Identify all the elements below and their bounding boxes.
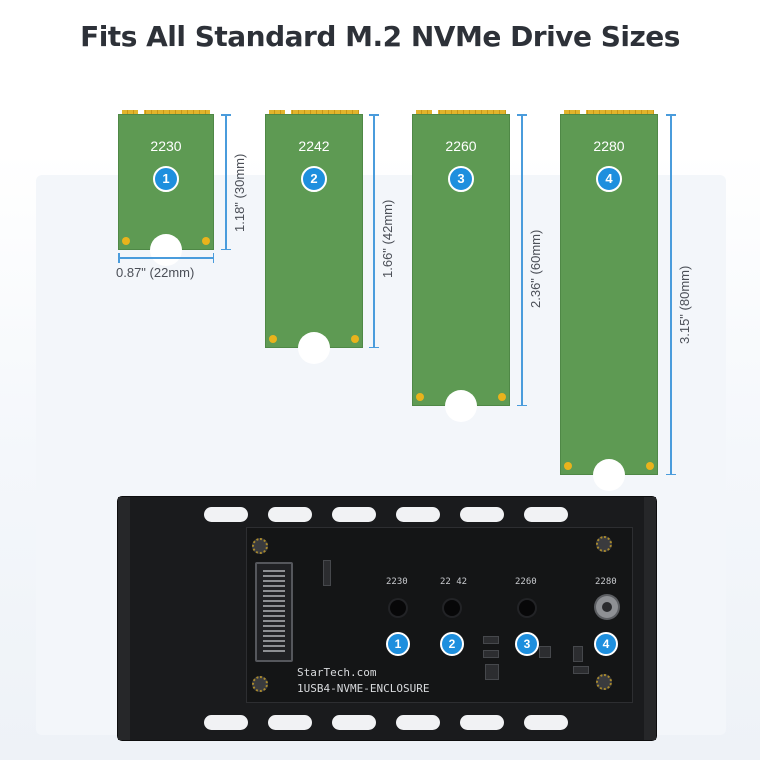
mounting-notch — [298, 332, 330, 364]
height-dimension-label: 2.36" (60mm) — [528, 229, 543, 308]
pcb-component — [483, 636, 499, 644]
height-dimension-line — [666, 114, 676, 475]
position-badge-2: 2 — [440, 632, 464, 656]
vent-slot — [204, 507, 248, 522]
pcb-component — [485, 664, 499, 680]
gold-contacts — [269, 110, 359, 114]
height-dimension-label: 1.66" (42mm) — [380, 199, 395, 278]
vent-slot — [332, 507, 376, 522]
vent-slot — [332, 715, 376, 730]
connector-key — [432, 110, 438, 114]
enclosure-rail-left — [118, 497, 130, 740]
height-dimension-label: 1.18" (30mm) — [232, 153, 247, 232]
vent-slot — [460, 715, 504, 730]
pcb-component — [539, 646, 551, 658]
vent-slot — [524, 507, 568, 522]
drive-number-badge: 3 — [448, 166, 474, 192]
vent-slot — [396, 715, 440, 730]
drive-pcb — [265, 114, 363, 348]
pcb-component — [483, 650, 499, 658]
pcb-component — [573, 666, 589, 674]
gold-contacts — [122, 110, 210, 114]
vent-slot — [396, 507, 440, 522]
mounting-pad — [269, 335, 277, 343]
vent-slot — [460, 507, 504, 522]
vent-slot — [204, 715, 248, 730]
position-badge-1: 1 — [386, 632, 410, 656]
vent-slot — [268, 715, 312, 730]
mounting-notch — [593, 459, 625, 491]
position-badge-3: 3 — [515, 632, 539, 656]
pcb-component — [323, 560, 331, 586]
drive-2242: 2242 2 — [265, 110, 363, 364]
drive-size-label: 2242 — [298, 138, 330, 154]
connector-key — [580, 110, 586, 114]
mounting-pad — [122, 237, 130, 245]
pcb-component — [573, 646, 583, 662]
corner-screw — [596, 536, 612, 552]
drive-2280: 2280 4 — [560, 110, 658, 491]
drive-size-label: 2230 — [150, 138, 182, 154]
drive-number-badge: 2 — [301, 166, 327, 192]
mounting-pad — [564, 462, 572, 470]
drive-2230: 2230 1 — [118, 110, 214, 266]
nvme-enclosure: 2230 22 42 2260 2280 1 2 3 4 StarTech.co… — [118, 497, 656, 740]
vent-slot — [524, 715, 568, 730]
enclosure-rail-right — [644, 497, 656, 740]
height-dimension-line — [221, 114, 231, 250]
connector-key — [285, 110, 291, 114]
corner-screw — [252, 538, 268, 554]
drive-number-badge: 1 — [153, 166, 179, 192]
standoff-hole-2230 — [390, 600, 406, 616]
height-dimension-line — [517, 114, 527, 406]
width-dimension-label: 0.87" (22mm) — [116, 265, 195, 280]
mounting-pad — [416, 393, 424, 401]
mounting-pad — [202, 237, 210, 245]
standoff-hole-2242 — [444, 600, 460, 616]
drive-pcb — [412, 114, 510, 406]
mounting-notch — [445, 390, 477, 422]
enclosure-board: 2230 22 42 2260 2280 1 2 3 4 StarTech.co… — [246, 527, 633, 703]
drive-2260: 2260 3 — [412, 110, 510, 422]
position-label-2260: 2260 — [515, 577, 537, 587]
connector-key — [138, 110, 144, 114]
drive-size-label: 2280 — [593, 138, 625, 154]
position-badge-4: 4 — [594, 632, 618, 656]
m2-connector-socket — [255, 562, 293, 662]
gold-contacts — [416, 110, 506, 114]
drive-size-label: 2260 — [445, 138, 477, 154]
corner-screw — [596, 674, 612, 690]
mounting-pad — [351, 335, 359, 343]
height-dimension-label: 3.15" (80mm) — [677, 265, 692, 344]
position-label-2242: 22 42 — [440, 577, 468, 587]
mounting-notch — [150, 234, 182, 266]
mounting-pad — [498, 393, 506, 401]
width-dimension-line — [118, 253, 214, 263]
position-label-2280: 2280 — [595, 577, 617, 587]
corner-screw — [252, 676, 268, 692]
gold-contacts — [564, 110, 654, 114]
connector-pins — [263, 570, 285, 654]
brand-name: StarTech.com — [297, 666, 377, 679]
page-title: Fits All Standard M.2 NVMe Drive Sizes — [80, 20, 680, 53]
vent-slot — [268, 507, 312, 522]
height-dimension-line — [369, 114, 379, 348]
standoff-hole-2260 — [519, 600, 535, 616]
drive-number-badge: 4 — [596, 166, 622, 192]
standoff-post-2280 — [596, 596, 618, 618]
mounting-pad — [646, 462, 654, 470]
position-label-2230: 2230 — [386, 577, 408, 587]
model-number: 1USB4-NVME-ENCLOSURE — [297, 682, 430, 695]
